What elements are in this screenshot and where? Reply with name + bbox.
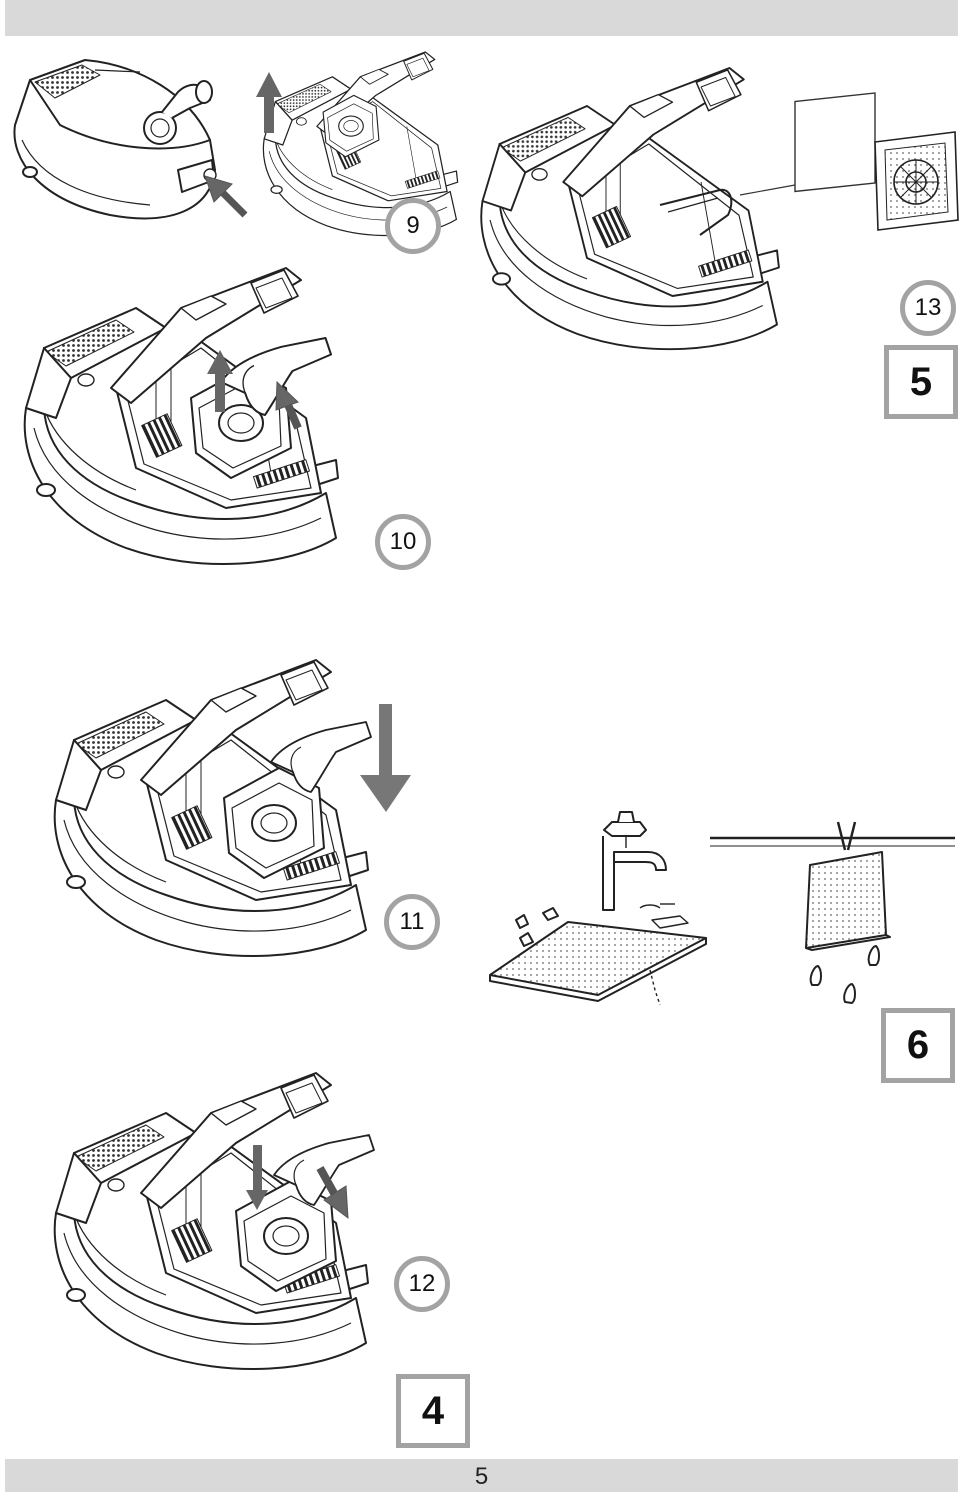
step-badge-12: 12 xyxy=(394,1256,450,1312)
section-number: 6 xyxy=(906,1023,930,1067)
step-badge-10: 10 xyxy=(375,514,431,570)
step9-arrow-up xyxy=(256,72,282,133)
step12-arrow-down xyxy=(246,1145,268,1210)
step10-arrow-diag xyxy=(275,380,302,430)
step11-arrow-down xyxy=(360,704,411,812)
section-number: 4 xyxy=(421,1388,445,1433)
section-number: 5 xyxy=(909,359,933,404)
step-number: 10 xyxy=(389,528,417,555)
step10-arrow-up xyxy=(207,350,233,412)
step-badge-13: 13 xyxy=(900,280,956,336)
wash-filter-illustration xyxy=(489,811,955,1006)
section-box-4: 4 xyxy=(396,1374,470,1448)
step11-open-vacuum xyxy=(53,659,372,958)
footer-bar: 5 xyxy=(5,1459,958,1492)
step-number: 11 xyxy=(399,908,425,935)
step-badge-11: 11 xyxy=(384,894,440,950)
step12-open-vacuum xyxy=(53,1072,375,1371)
step13-filter-sheet xyxy=(794,92,876,193)
section-box-5: 5 xyxy=(884,345,958,419)
step-number: 13 xyxy=(914,294,942,321)
header-bar xyxy=(5,0,958,36)
page-number: 5 xyxy=(474,1462,489,1490)
step13-filter-grid xyxy=(874,131,959,231)
step-number: 9 xyxy=(406,212,420,239)
step-badge-9: 9 xyxy=(385,198,441,254)
step-number: 12 xyxy=(408,1270,436,1297)
step9-arrow-diag xyxy=(204,175,248,218)
step13-open-vacuum xyxy=(480,67,780,351)
step12-arrow-diag xyxy=(316,1166,349,1220)
section-box-6: 6 xyxy=(881,1008,955,1083)
step9-closed-vacuum xyxy=(13,59,217,220)
